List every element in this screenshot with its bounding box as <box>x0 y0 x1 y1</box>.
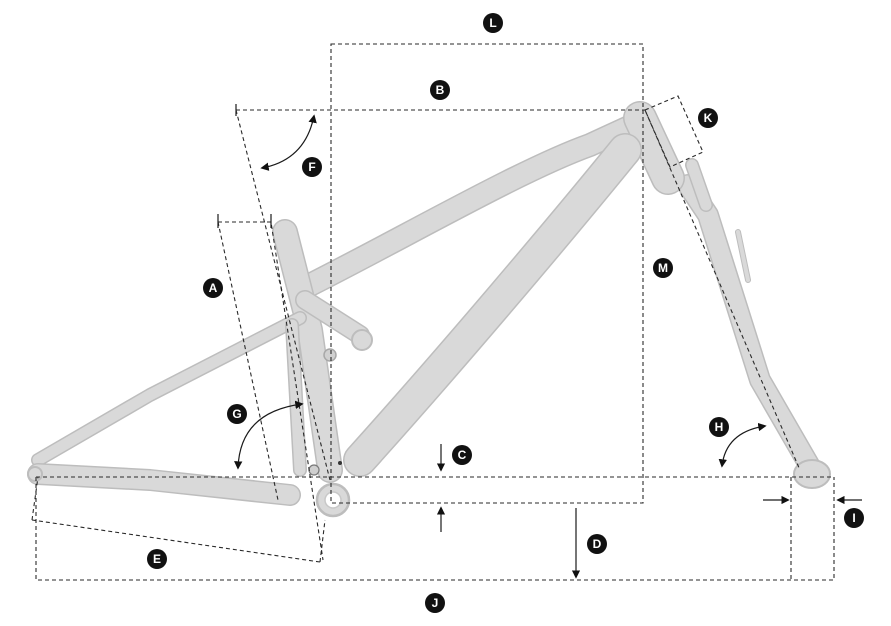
bottom-bracket <box>308 461 351 518</box>
label-j: J <box>425 593 445 613</box>
label-m: M <box>653 258 673 278</box>
dimension-labels: L B K F M A G H <box>147 13 864 613</box>
dimension-lines <box>31 43 862 581</box>
svg-text:L: L <box>489 16 496 30</box>
top-tube <box>288 110 652 302</box>
label-k: K <box>698 108 718 128</box>
dimension-l-box <box>330 43 644 504</box>
svg-text:E: E <box>153 552 161 566</box>
label-c: C <box>452 445 472 465</box>
bike-frame-illustration <box>27 101 831 518</box>
svg-text:M: M <box>658 261 668 275</box>
dimension-k-box <box>644 95 704 168</box>
head-tube <box>623 101 685 195</box>
dimension-f-line <box>235 109 331 481</box>
dimension-j-line <box>35 477 835 581</box>
angle-g-arc <box>234 400 304 470</box>
svg-text:G: G <box>232 407 241 421</box>
svg-text:J: J <box>432 596 439 610</box>
down-tube <box>343 133 642 477</box>
chain-stay <box>27 463 301 506</box>
svg-text:B: B <box>436 83 445 97</box>
angle-f-arc <box>260 114 317 171</box>
svg-text:C: C <box>458 448 467 462</box>
label-h: H <box>709 417 729 437</box>
label-i: I <box>844 508 864 528</box>
svg-text:H: H <box>715 420 724 434</box>
seat-tube <box>272 219 373 483</box>
label-l: L <box>483 13 503 33</box>
label-d: D <box>587 534 607 554</box>
angle-h-arc <box>718 422 767 468</box>
label-a: A <box>203 278 223 298</box>
svg-text:D: D <box>593 537 602 551</box>
label-f: F <box>302 157 322 177</box>
svg-text:I: I <box>852 511 855 525</box>
svg-text:F: F <box>308 160 315 174</box>
label-b: B <box>430 80 450 100</box>
svg-text:A: A <box>209 281 218 295</box>
label-e: E <box>147 549 167 569</box>
suspension-fork <box>677 158 831 489</box>
dimension-e-line <box>31 519 321 563</box>
dimension-m-line <box>644 109 801 471</box>
seat-stay <box>31 311 307 477</box>
svg-text:K: K <box>704 111 713 125</box>
label-g: G <box>227 404 247 424</box>
